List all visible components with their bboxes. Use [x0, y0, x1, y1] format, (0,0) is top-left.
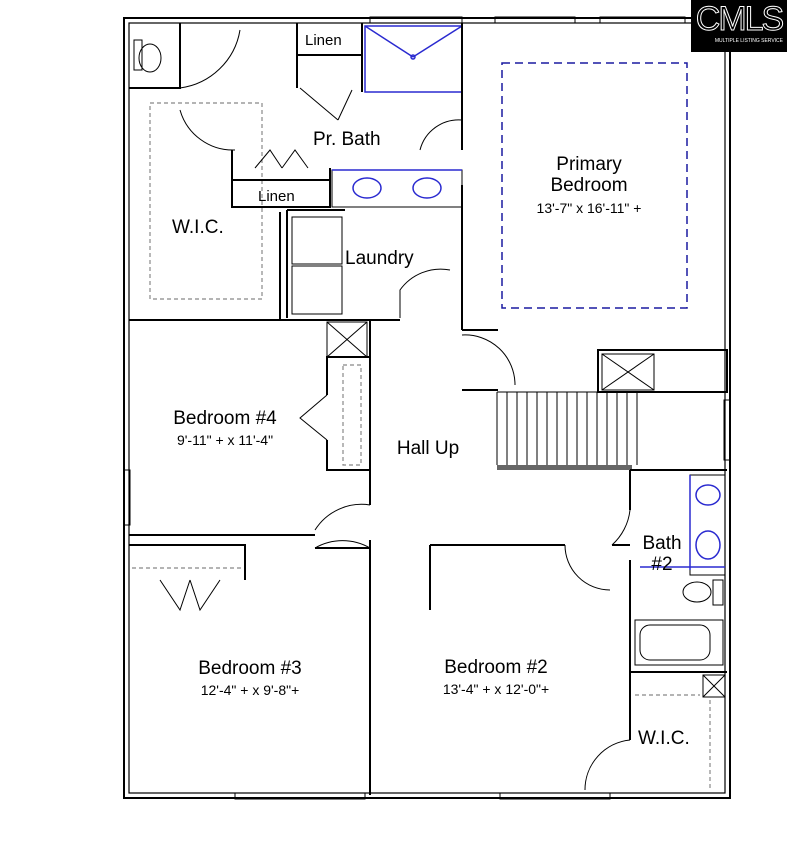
room-labels: Linen Pr. Bath Linen W.I.C. Laundry Prim…: [172, 32, 690, 749]
label-linen-lower: Linen: [258, 188, 295, 205]
label-bedroom-4: Bedroom #4: [173, 408, 277, 429]
label-wic-bed2: W.I.C.: [638, 728, 690, 749]
label-primary-bedroom-1: Primary: [556, 154, 622, 175]
outer-walls: [123, 16, 731, 800]
logo-subtitle: MULTIPLE LISTING SERVICE: [714, 38, 783, 44]
staircase: [496, 391, 727, 465]
label-bath2-2: #2: [651, 554, 672, 575]
interior-walls: [129, 23, 728, 795]
label-pr-bath: Pr. Bath: [313, 129, 381, 150]
label-laundry: Laundry: [345, 248, 414, 269]
label-bath2-1: Bath: [642, 533, 681, 554]
label-wic-primary: W.I.C.: [172, 217, 224, 238]
dims-primary-bedroom: 13'-7" x 16'-11" +: [537, 200, 642, 216]
cmls-logo: CMLS MULTIPLE LISTING SERVICE: [691, 0, 787, 52]
dims-bedroom-4: 9'-11" + x 11'-4": [177, 432, 273, 448]
label-bedroom-3: Bedroom #3: [198, 658, 302, 679]
label-bedroom-2: Bedroom #2: [444, 657, 548, 678]
logo-text: CMLS: [695, 0, 784, 39]
dims-bedroom-2: 13'-4" + x 12'-0"+: [443, 681, 549, 697]
dims-bedroom-3: 12'-4" + x 9'-8"+: [201, 682, 300, 698]
label-hall: Hall Up: [397, 438, 459, 459]
label-linen-top: Linen: [305, 32, 342, 49]
label-primary-bedroom-2: Bedroom: [550, 175, 627, 196]
